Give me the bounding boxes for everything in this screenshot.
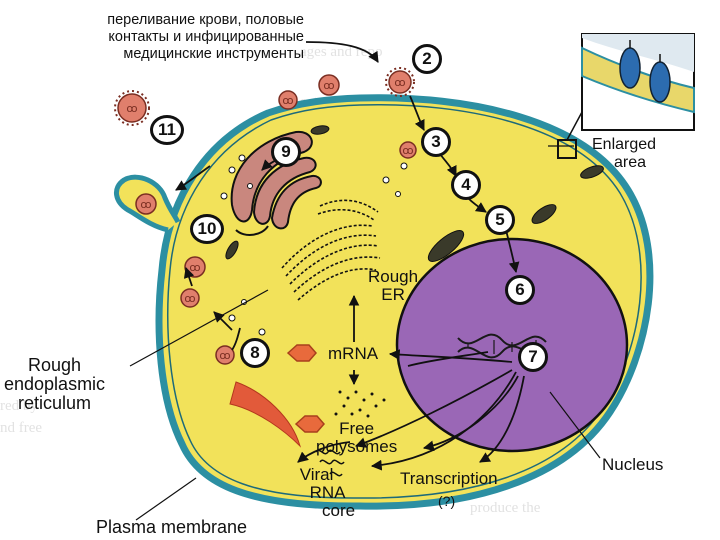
- background-text: ages and repo: [300, 44, 383, 60]
- svg-text:ꝏ: ꝏ: [402, 144, 413, 157]
- nucleus-label: Nucleus: [602, 455, 664, 474]
- mrna-label: mRNA: [328, 344, 379, 363]
- step-9-badge: 9: [271, 137, 301, 167]
- svg-text:ꝏ: ꝏ: [282, 94, 293, 107]
- step-3-badge: 3: [421, 127, 451, 157]
- rough-er-label-line: Rough: [368, 267, 419, 286]
- label-leader-lines: [129, 145, 601, 521]
- step-6-badge: 6: [505, 275, 535, 305]
- viral-rna-core-label-line: RNA: [309, 483, 346, 502]
- virus-particles: [117, 70, 417, 365]
- free-polysomes-label: Free polysomes: [316, 420, 397, 456]
- virus-spikes: [114, 67, 415, 126]
- enlarged-area-inset: [581, 33, 695, 131]
- rough-er-label-line: ER: [381, 285, 405, 304]
- enlarged-area-pointer: [566, 111, 583, 141]
- caption-line: медицинские инструменты: [123, 46, 304, 62]
- rough-er-label: Rough ER: [368, 268, 418, 304]
- rer-label-line: Rough: [28, 355, 82, 375]
- step-4-badge: 4: [451, 170, 481, 200]
- caption-line: переливание крови, половые: [107, 12, 304, 28]
- rough-er-stacks: [281, 199, 381, 301]
- viral-rna-core-label-line: Viral: [299, 465, 334, 484]
- free-polysome-dots: [334, 390, 386, 418]
- svg-text:ꝏ: ꝏ: [140, 198, 151, 211]
- svg-text:ꝏ: ꝏ: [323, 79, 334, 92]
- step-5-badge: 5: [485, 205, 515, 235]
- rer-label-line: reticulum: [18, 393, 92, 413]
- step-11-badge: 11: [150, 115, 184, 145]
- svg-text:ꝏ: ꝏ: [219, 349, 230, 362]
- step-7-badge: 7: [518, 342, 548, 372]
- free-polysomes-label-line: Free: [339, 419, 375, 438]
- step-2-badge: 2: [412, 44, 442, 74]
- plasma-membrane-label: Plasma membrane: [96, 517, 248, 537]
- step-10-badge: 10: [190, 214, 224, 244]
- enlarged-area-label-line: Enlarged: [592, 136, 657, 153]
- viral-rna-core-label-line: core: [322, 501, 356, 520]
- assembly-crescent: [229, 381, 302, 448]
- free-polysomes-label-line: polysomes: [316, 437, 398, 456]
- viral-protein-hexagons: [286, 344, 325, 433]
- virus-core-glyphs: ꝏ ꝏ ꝏ ꝏ ꝏ ꝏ ꝏ ꝏ ꝏ: [126, 76, 413, 362]
- receptor-protein: [649, 61, 671, 103]
- background-text: produce the: [470, 500, 541, 516]
- enlarged-area-label: Enlarged area: [592, 136, 656, 172]
- pathway-arrows: [175, 41, 525, 471]
- viral-rna-core-label: Viral RNA core: [300, 466, 355, 520]
- enlarged-area-label-line: area: [614, 154, 647, 171]
- transcription-label: Transcription: [400, 469, 498, 488]
- step-8-badge: 8: [240, 338, 270, 368]
- vesicles: [220, 154, 408, 336]
- caption-line: контакты и инфицированные: [108, 29, 304, 45]
- svg-text:ꝏ: ꝏ: [189, 261, 200, 274]
- receptor-protein: [619, 47, 641, 89]
- svg-text:ꝏ: ꝏ: [184, 292, 195, 305]
- rough-endoplasmic-reticulum-label: Rough endoplasmic reticulum: [4, 356, 105, 413]
- transmission-caption: переливание крови, половые контакты и ин…: [28, 12, 304, 63]
- svg-text:ꝏ: ꝏ: [126, 102, 137, 115]
- membrane-inner-line: [167, 104, 642, 499]
- svg-text:ꝏ: ꝏ: [394, 76, 405, 89]
- background-text: nd free: [0, 420, 43, 436]
- background-text: red by: [0, 398, 38, 414]
- transcription-note: (?): [438, 493, 456, 509]
- rer-label-line: endoplasmic: [4, 374, 106, 394]
